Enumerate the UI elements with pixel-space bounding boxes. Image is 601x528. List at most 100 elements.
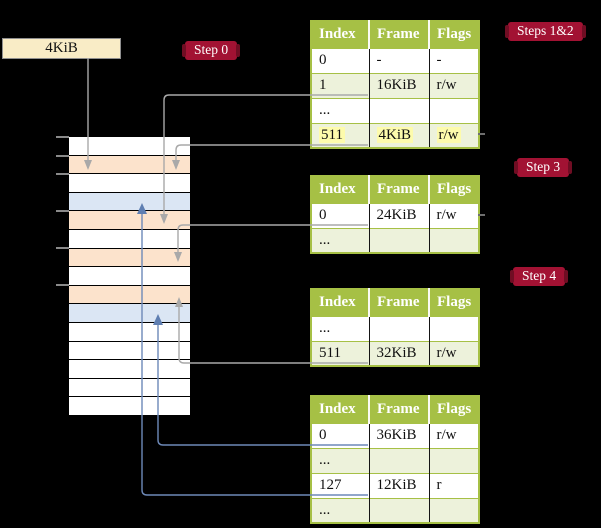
cell-flags — [429, 227, 479, 253]
memory-column — [69, 137, 190, 415]
cell-flags: r/w — [429, 340, 479, 366]
memory-row-page-table — [69, 211, 190, 230]
col-header-frame: Frame — [369, 396, 430, 423]
table-row: 0 36KiB r/w — [311, 422, 479, 448]
badge-step-0: Step 0 — [181, 41, 241, 60]
cell-frame — [369, 227, 430, 253]
page-table-level4: Index Frame Flags 0 36KiB r/w ... 127 12… — [310, 395, 480, 524]
cell-index: 0 — [311, 47, 370, 73]
table-row: ... — [311, 227, 479, 253]
cell-flags: r/w — [429, 422, 479, 448]
cell-index: 0 — [311, 202, 370, 228]
cell-frame — [369, 497, 430, 523]
col-header-frame: Frame — [369, 176, 430, 203]
table-row-highlighted: 511 4KiB r/w — [311, 122, 479, 148]
memory-tick — [56, 155, 69, 157]
cell-frame: 12KiB — [369, 472, 430, 498]
table-row: 127 12KiB r — [311, 472, 479, 498]
page-table-level2: Index Frame Flags 0 24KiB r/w ... — [310, 175, 480, 254]
memory-row-free — [69, 174, 190, 193]
memory-tick — [56, 284, 69, 286]
memory-row-free — [69, 378, 190, 398]
memory-row-free — [69, 341, 190, 361]
table-row: 511 32KiB r/w — [311, 340, 479, 366]
cell-flags: r — [429, 472, 479, 498]
col-header-index: Index — [311, 21, 370, 48]
col-header-flags: Flags — [429, 21, 479, 48]
cell-index: ... — [311, 497, 370, 523]
table-row: ... — [311, 497, 479, 523]
col-header-frame: Frame — [369, 21, 430, 48]
table-header-row: Index Frame Flags — [311, 289, 479, 316]
cell-index: ... — [311, 97, 370, 123]
cell-flags — [429, 97, 479, 123]
cell-frame: 36KiB — [369, 422, 430, 448]
col-header-flags: Flags — [429, 289, 479, 316]
cell-index: ... — [311, 227, 370, 253]
memory-row-free — [69, 397, 190, 415]
memory-tick — [56, 173, 69, 175]
table-row: 0 - - — [311, 47, 479, 73]
root-frame-label: 4KiB — [45, 40, 78, 56]
col-header-index: Index — [311, 396, 370, 423]
page-table-level1: Index Frame Flags 0 - - 1 16KiB r/w ... … — [310, 20, 480, 149]
memory-row-free — [69, 229, 190, 249]
cell-frame: 32KiB — [369, 340, 430, 366]
cell-frame: 4KiB — [369, 122, 430, 148]
col-header-flags: Flags — [429, 396, 479, 423]
cell-frame — [369, 447, 430, 473]
cell-flags: r/w — [429, 122, 479, 148]
cell-index: 127 — [311, 472, 370, 498]
col-header-frame: Frame — [369, 289, 430, 316]
cell-index: ... — [311, 315, 370, 341]
memory-row-mapped — [69, 192, 190, 212]
cell-flags — [429, 315, 479, 341]
root-frame-box: 4KiB — [2, 38, 121, 59]
cell-index: 1 — [311, 72, 370, 98]
cell-frame: - — [369, 47, 430, 73]
table-row: ... — [311, 97, 479, 123]
table-row: ... — [311, 447, 479, 473]
cell-flags: - — [429, 47, 479, 73]
table-header-row: Index Frame Flags — [311, 396, 479, 423]
table-row: ... — [311, 315, 479, 341]
cell-index: 511 — [311, 340, 370, 366]
memory-row-mapped — [69, 304, 190, 323]
table-header-row: Index Frame Flags — [311, 21, 479, 48]
highlighted-value: 4KiB — [376, 126, 414, 143]
col-header-flags: Flags — [429, 176, 479, 203]
cell-index: 511 — [311, 122, 370, 148]
highlighted-value: r/w — [436, 126, 461, 143]
cell-frame: 24KiB — [369, 202, 430, 228]
badge-step-3: Step 3 — [513, 158, 573, 177]
memory-row-page-table — [69, 248, 190, 268]
table-header-row: Index Frame Flags — [311, 176, 479, 203]
cell-frame: 16KiB — [369, 72, 430, 98]
cell-flags — [429, 447, 479, 473]
memory-row-free — [69, 137, 190, 156]
memory-row-page-table — [69, 155, 190, 175]
memory-tick — [56, 136, 69, 138]
highlighted-value: 511 — [319, 126, 345, 143]
table-row: 0 24KiB r/w — [311, 202, 479, 228]
table-row: 1 16KiB r/w — [311, 72, 479, 98]
memory-row-page-table — [69, 285, 190, 305]
col-header-index: Index — [311, 176, 370, 203]
cell-flags — [429, 497, 479, 523]
memory-row-free — [69, 267, 190, 286]
memory-tick — [56, 247, 69, 249]
cell-flags: r/w — [429, 202, 479, 228]
badge-steps-1-2: Steps 1&2 — [505, 22, 586, 41]
cell-frame — [369, 315, 430, 341]
cell-index: ... — [311, 447, 370, 473]
memory-row-free — [69, 322, 190, 342]
cell-index: 0 — [311, 422, 370, 448]
memory-tick — [56, 210, 69, 212]
cell-flags: r/w — [429, 72, 479, 98]
table-stub-mark — [478, 133, 485, 135]
badge-step-4: Step 4 — [509, 267, 569, 286]
col-header-index: Index — [311, 289, 370, 316]
cell-frame — [369, 97, 430, 123]
table-stub-mark — [478, 214, 485, 216]
